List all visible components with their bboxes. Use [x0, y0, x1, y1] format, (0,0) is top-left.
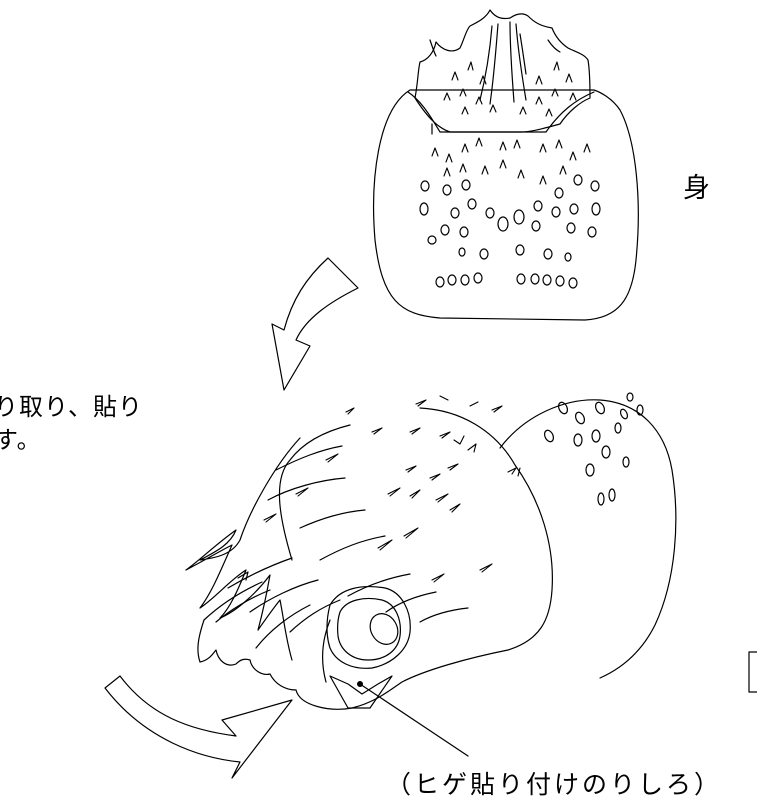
glue-tab-label: （ヒゲ貼り付けのりしろ）: [386, 770, 723, 799]
body-spots: [419, 174, 601, 289]
assembled-head-bristles: [263, 395, 521, 583]
glue-tab: [329, 675, 393, 709]
body-bristles: [431, 137, 591, 185]
head-plate-ridges: [479, 21, 527, 105]
instruction-text-line1: り取り、貼り: [0, 393, 144, 421]
eye: [321, 585, 411, 683]
leader-line: [357, 681, 469, 757]
assembled-head-spots: [543, 392, 644, 506]
right-edge-bracket: [748, 651, 757, 693]
curved-arrow-down: [271, 257, 359, 391]
instruction-text-line2: す。: [0, 426, 42, 454]
assembled-head-fur: [185, 437, 469, 691]
head-plate-outline: [414, 9, 591, 133]
body-part-label: 身: [683, 173, 710, 204]
body-part-outline: [373, 89, 639, 321]
curved-arrow-bottom: [104, 675, 293, 779]
head-plate-bristles: [443, 61, 577, 117]
